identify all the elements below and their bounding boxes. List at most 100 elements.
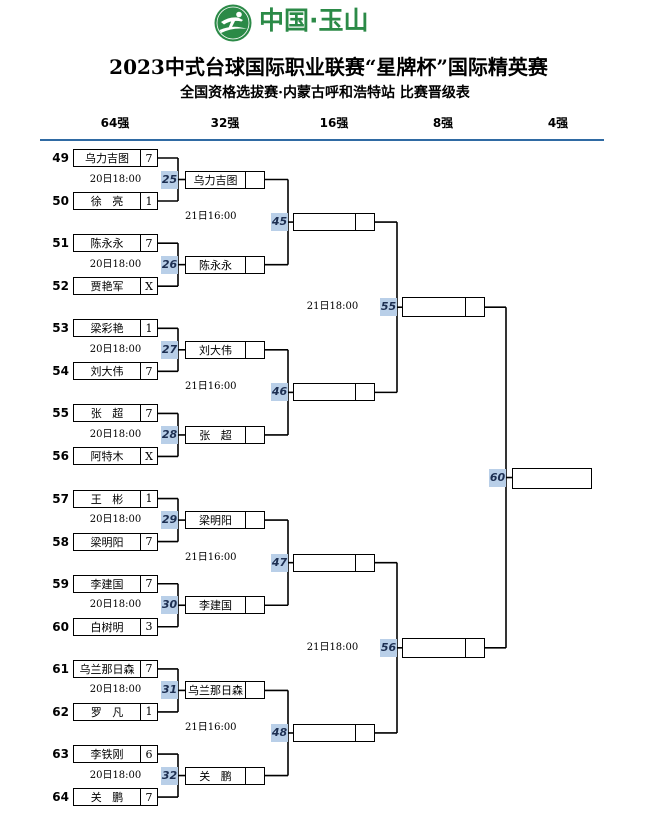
- player-score: 7: [140, 788, 158, 807]
- round16-score-cell: [355, 553, 375, 572]
- match-number-badge: 47: [271, 553, 288, 572]
- round-label-32: 32强: [210, 116, 240, 130]
- match-number-badge: 32: [161, 766, 178, 785]
- round16-name-cell: [293, 723, 356, 742]
- match-number-badge: 28: [161, 425, 178, 444]
- seed-number: 54: [52, 364, 69, 379]
- match-time: 21日18:00: [306, 301, 359, 313]
- seed-number: 64: [52, 790, 69, 805]
- round16-name-cell: [293, 383, 356, 402]
- seed-number: 57: [52, 491, 69, 506]
- match-number-badge: 30: [161, 596, 178, 615]
- match-time: 20日18:00: [89, 343, 142, 355]
- round-label-16: 16强: [319, 116, 349, 130]
- emblem-swoosh: [219, 26, 247, 33]
- match-time: 21日16:00: [185, 211, 237, 223]
- match-number-badge: 45: [271, 213, 288, 232]
- seed-number: 56: [52, 449, 69, 464]
- player-name: 王 彬: [73, 489, 141, 508]
- round32-player-name: 张 超: [185, 425, 246, 444]
- match-number-badge: 46: [271, 383, 288, 402]
- player-score: 1: [140, 319, 158, 338]
- round16-name-cell: [293, 553, 356, 572]
- round32-score-cell: [245, 511, 265, 530]
- round32-score-cell: [245, 255, 265, 274]
- round32-score-cell: [245, 596, 265, 615]
- player-score: 1: [140, 489, 158, 508]
- player-name: 李建国: [73, 574, 141, 593]
- seed-number: 51: [52, 236, 69, 251]
- round-label-8: 8强: [432, 116, 454, 130]
- round32-score-cell: [245, 425, 265, 444]
- player-score: 7: [140, 574, 158, 593]
- round8-score-cell: [465, 637, 485, 658]
- round-label-4: 4强: [547, 116, 569, 130]
- seed-number: 49: [52, 151, 69, 165]
- round-label-64: 64强: [100, 116, 130, 130]
- seed-number: 60: [52, 619, 69, 634]
- player-name: 陈永永: [73, 234, 141, 253]
- player-name: 白树明: [73, 617, 141, 636]
- round32-player-name: 陈永永: [185, 255, 246, 274]
- billiards-emblem-icon: [214, 4, 252, 42]
- player-name: 乌兰那日森: [73, 659, 141, 678]
- seed-number: 52: [52, 279, 69, 294]
- player-name: 刘大伟: [73, 362, 141, 381]
- header-divider: [40, 139, 604, 141]
- player-score: 1: [140, 702, 158, 721]
- match-time: 21日16:00: [185, 551, 237, 563]
- round32-score-cell: [245, 340, 265, 359]
- match-number-badge: 31: [161, 681, 178, 700]
- match-time: 20日18:00: [89, 428, 142, 440]
- match-time: 20日18:00: [89, 769, 142, 781]
- player-name: 徐 亮: [73, 192, 141, 210]
- page-subtitle: 全国资格选拔赛·内蒙古呼和浩特站 比赛晋级表: [180, 85, 470, 101]
- match-number-badge: 55: [380, 298, 397, 317]
- round32-player-name: 乌力吉图: [185, 170, 246, 189]
- match-time: 20日18:00: [89, 258, 142, 270]
- player-name: 乌力吉图: [73, 149, 141, 167]
- match-number-badge: 48: [271, 723, 288, 742]
- seed-number: 50: [52, 194, 69, 208]
- player-score: 3: [140, 617, 158, 636]
- match-number-badge: 60: [489, 468, 506, 487]
- player-name: 罗 凡: [73, 702, 141, 721]
- player-score: 6: [140, 745, 158, 764]
- round32-player-name: 关 鹏: [185, 766, 246, 785]
- player-score: X: [140, 447, 158, 466]
- player-score: 7: [140, 532, 158, 551]
- round32-player-name: 刘大伟: [185, 340, 246, 359]
- match-time: 20日18:00: [89, 514, 142, 526]
- seed-number: 55: [52, 406, 69, 421]
- logo-text: 中国·玉山: [259, 6, 369, 35]
- emblem-figure-leg: [228, 19, 236, 29]
- round8-name-cell: [402, 637, 466, 658]
- round4-slot: [512, 467, 592, 489]
- emblem-ring: [216, 6, 250, 40]
- match-time: 21日16:00: [185, 721, 237, 733]
- player-name: 贾艳军: [73, 277, 141, 296]
- seed-number: 58: [52, 534, 69, 549]
- player-name: 梁彩艳: [73, 319, 141, 338]
- player-score: 7: [140, 404, 158, 423]
- round16-score-cell: [355, 723, 375, 742]
- round8-score-cell: [465, 297, 485, 318]
- match-time: 20日18:00: [89, 684, 142, 696]
- round16-name-cell: [293, 213, 356, 232]
- player-score: 7: [140, 149, 158, 167]
- player-score: 7: [140, 362, 158, 381]
- match-time: 20日18:00: [89, 599, 142, 611]
- round16-score-cell: [355, 213, 375, 232]
- player-name: 梁明阳: [73, 532, 141, 551]
- round32-score-cell: [245, 766, 265, 785]
- player-name: 阿特木: [73, 447, 141, 466]
- page-title: 2023中式台球国际职业联赛“星牌杯”国际精英赛: [109, 55, 548, 79]
- player-score: 7: [140, 659, 158, 678]
- match-number-badge: 25: [161, 170, 178, 189]
- match-time: 20日18:00: [89, 173, 142, 185]
- round32-player-name: 乌兰那日森: [185, 681, 246, 700]
- player-name: 张 超: [73, 404, 141, 423]
